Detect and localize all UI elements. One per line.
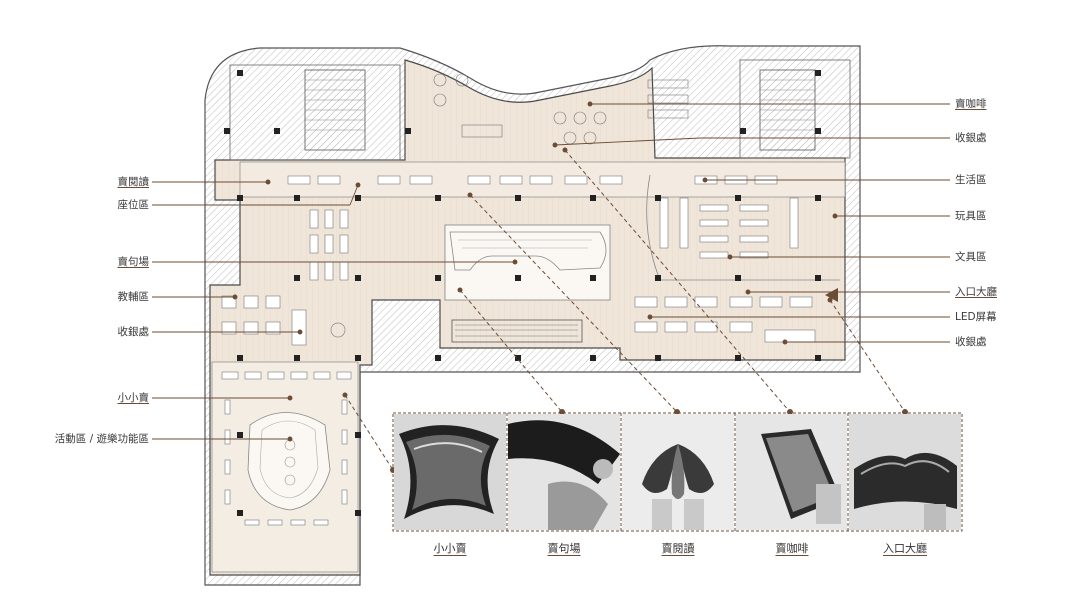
label-maiyuedu: 賣閱讀: [117, 176, 150, 188]
label-seating-area: 座位區: [117, 199, 150, 211]
label-toy-area: 玩具區: [955, 210, 987, 222]
label-tutoring-area: 教輔區: [117, 291, 150, 303]
caption-maijuchang: 賣句場: [547, 542, 581, 555]
label-cashier-top: 收銀處: [955, 132, 987, 144]
caption-rukoudating: 入口大廳: [883, 542, 927, 555]
caption-maikafei: 賣咖啡: [775, 542, 809, 555]
label-maijuchang: 賣句場: [117, 256, 150, 268]
photo-maijuchang: [508, 414, 620, 530]
label-stationery-area: 文具區: [955, 251, 987, 263]
caption-xiaoxiaomai: 小小賣: [433, 542, 467, 555]
label-activity-area: 活動區 / 遊樂功能區: [54, 433, 149, 445]
photo-xiaoxiaomai: [394, 414, 506, 530]
label-cashier-left: 收銀處: [117, 326, 150, 338]
label-cashier-right: 收銀處: [955, 336, 987, 348]
label-led-screen: LED屏幕: [955, 311, 997, 323]
label-entrance-lobby: 入口大廳: [955, 286, 997, 298]
label-lifestyle-area: 生活區: [955, 174, 987, 186]
caption-maiyuedu: 賣閱讀: [661, 542, 695, 555]
label-xiaoxiaomai: 小小賣: [117, 392, 150, 404]
label-maikafei: 賣咖啡: [955, 98, 987, 110]
photo-maikafei: [736, 414, 847, 530]
photo-maiyuedu: [622, 414, 734, 530]
photo-rukoudating: [849, 414, 961, 530]
